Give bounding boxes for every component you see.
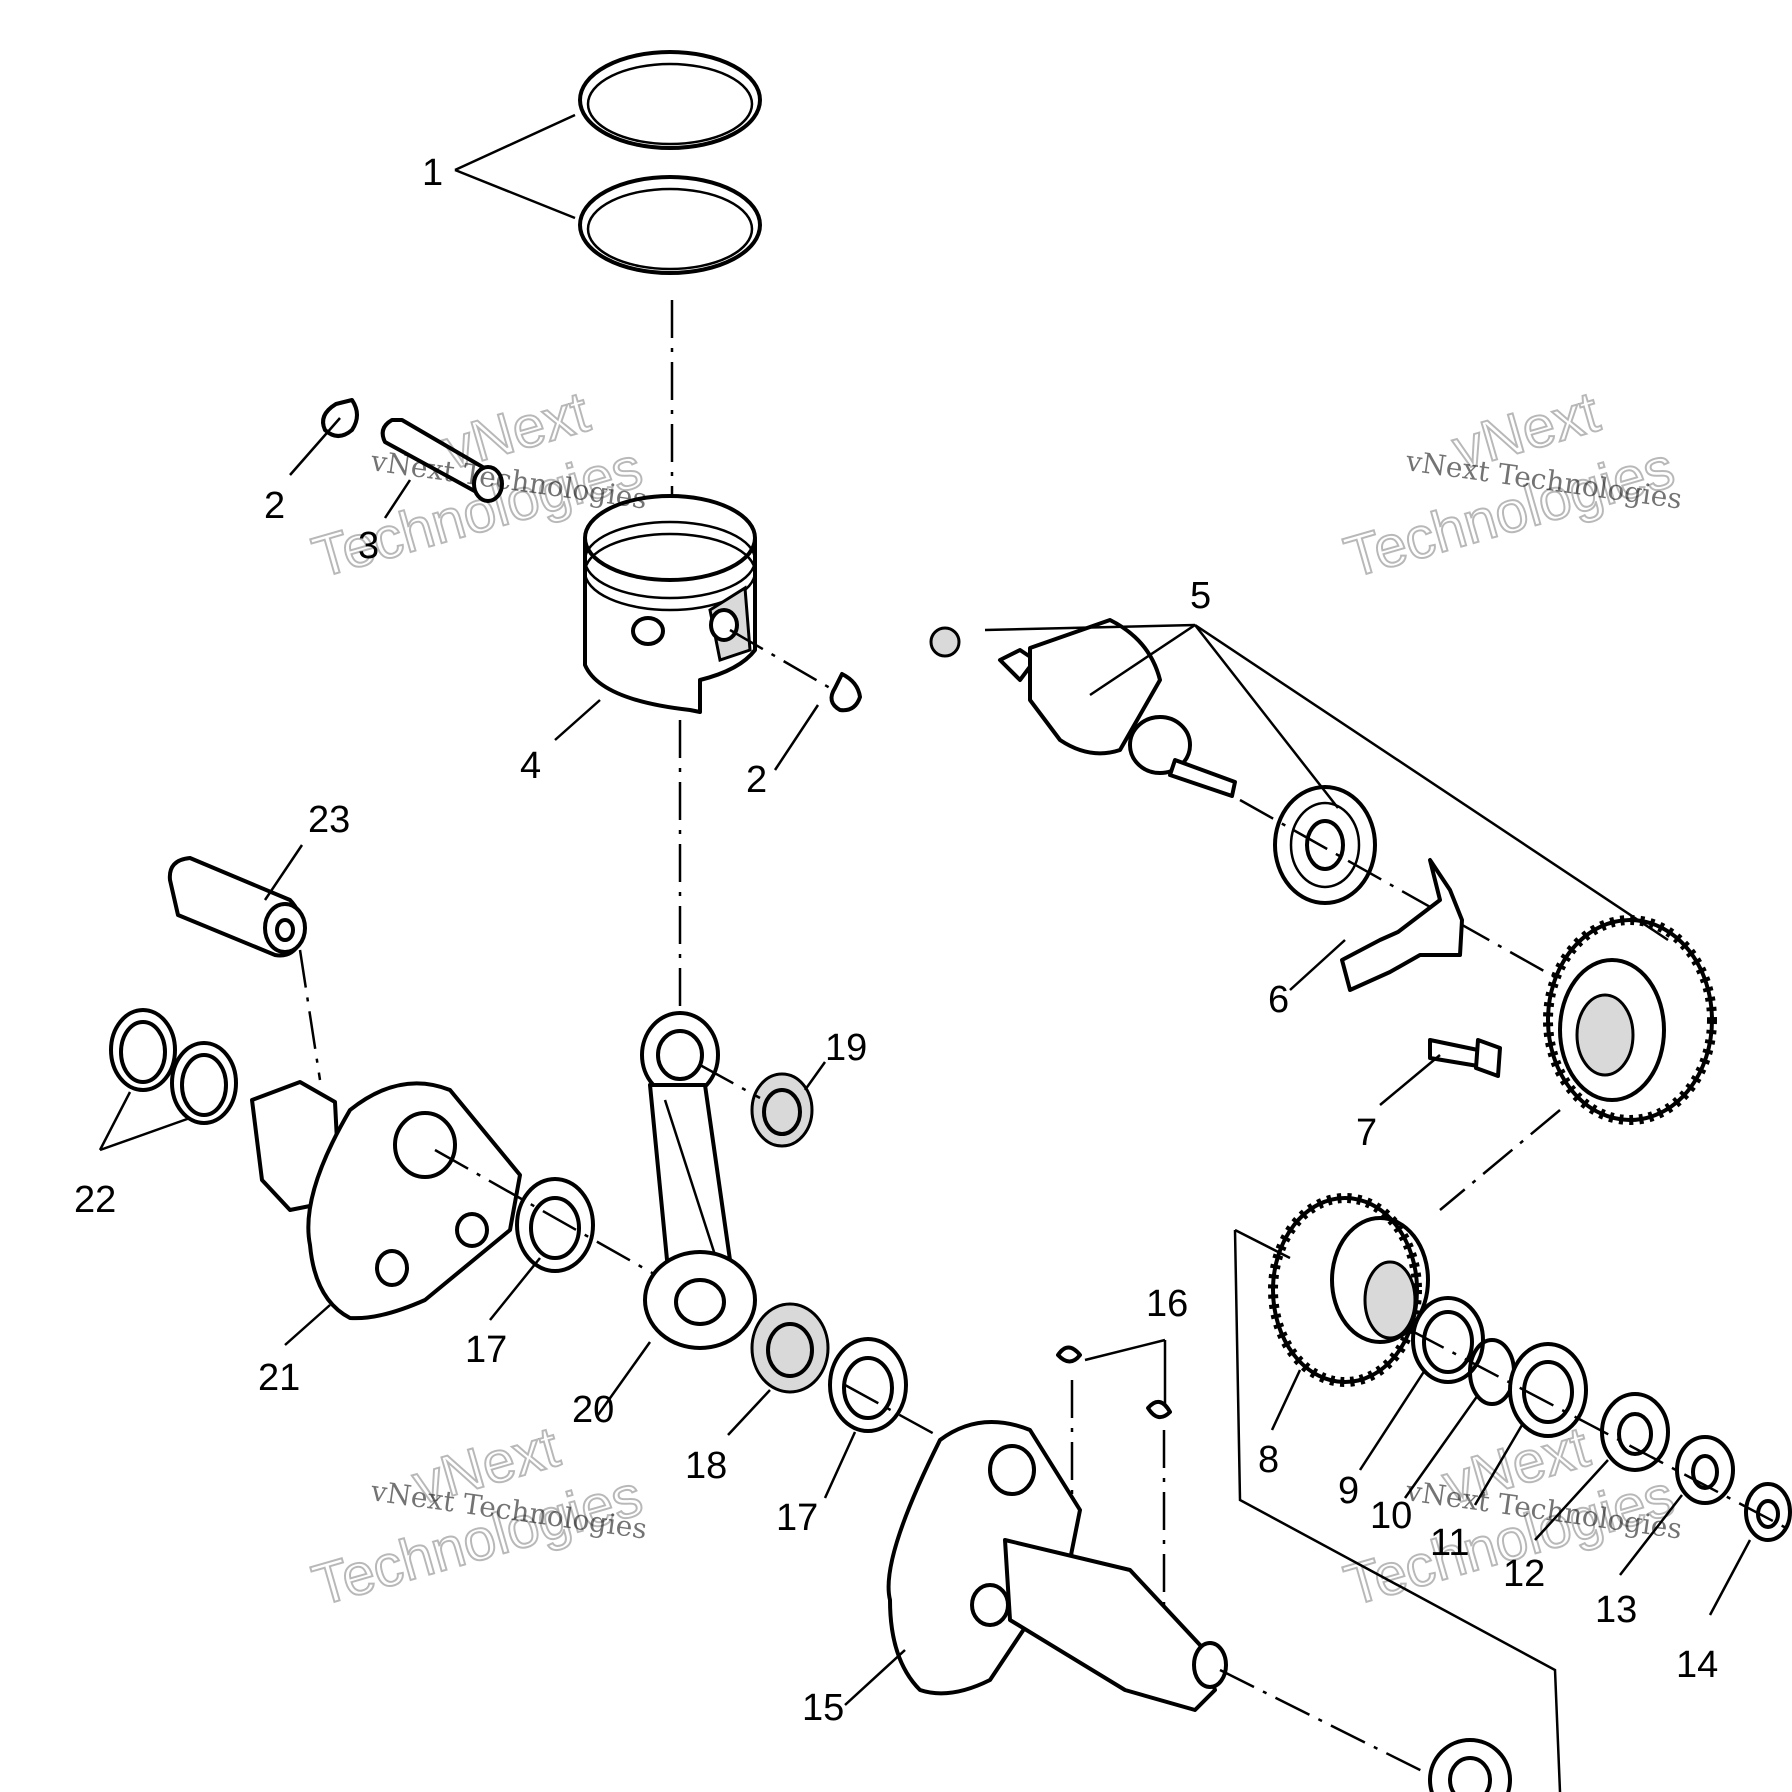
callout-13: 13 <box>1595 1589 1637 1631</box>
callout-17b: 17 <box>776 1497 818 1539</box>
oil-seal-outer <box>109 1008 177 1092</box>
crank-right-axis-line <box>1219 1668 1441 1782</box>
group-bracket-top <box>1234 1228 1291 1260</box>
thrust-washer-right <box>828 1337 908 1433</box>
callout-18: 18 <box>685 1445 727 1487</box>
callout-20: 20 <box>572 1389 614 1431</box>
callout-3: 3 <box>358 525 379 567</box>
nut-14 <box>1744 1482 1792 1542</box>
callout-labels: 1 2 3 4 2 5 6 7 8 9 10 11 12 13 14 15 16… <box>74 152 1718 1729</box>
callout-9: 9 <box>1338 1470 1359 1512</box>
callout-14: 14 <box>1676 1644 1718 1686</box>
callout-17a: 17 <box>465 1329 507 1371</box>
washers-axis-line <box>1409 1328 1791 1532</box>
callout-15: 15 <box>802 1687 844 1729</box>
starter-bearing <box>1273 785 1377 905</box>
callout-21: 21 <box>258 1357 300 1399</box>
connecting-rod <box>640 1011 757 1350</box>
callout-1: 1 <box>422 152 443 194</box>
watermark-bottom-left: vNext vNext Technologies Technologies <box>305 1413 650 1619</box>
callout-7: 7 <box>1356 1112 1377 1154</box>
piston-ring-upper <box>578 50 762 150</box>
callout-8: 8 <box>1258 1439 1279 1481</box>
oil-seal-inner <box>170 1041 238 1125</box>
piston-pin <box>380 418 504 503</box>
starter-bracket <box>1340 858 1464 992</box>
pin-axis-line <box>729 628 831 690</box>
big-end-bearing <box>750 1302 830 1394</box>
circlip-left <box>321 398 359 438</box>
primary-gear <box>1268 1193 1430 1387</box>
gear-axis-line <box>1439 1109 1561 1211</box>
callout-6: 6 <box>1268 979 1289 1021</box>
crank-pin <box>167 856 307 958</box>
piston-ring-lower <box>578 175 762 275</box>
woodruff-key-1 <box>1056 1345 1082 1364</box>
nut-12 <box>1600 1392 1670 1472</box>
crankshaft-right-half <box>886 1420 1228 1712</box>
bottom-part-partial <box>1428 1738 1512 1792</box>
washer-11 <box>1508 1342 1588 1438</box>
starter-driven-gear <box>1543 915 1717 1125</box>
crankshaft-left-half <box>250 1080 522 1321</box>
callout-2a: 2 <box>264 485 285 527</box>
callout-16: 16 <box>1146 1283 1188 1325</box>
callout-4: 4 <box>520 745 541 787</box>
callout-23: 23 <box>308 799 350 841</box>
callout-11: 11 <box>1430 1522 1469 1564</box>
callout-10: 10 <box>1370 1495 1412 1537</box>
callout-19: 19 <box>825 1027 867 1069</box>
starter-drive-assembly <box>929 618 1237 798</box>
circlip-right <box>829 672 862 713</box>
bolt <box>1428 1038 1502 1078</box>
callout-5: 5 <box>1190 575 1211 617</box>
callout-2b: 2 <box>746 759 767 801</box>
washer-9 <box>1411 1296 1485 1384</box>
small-end-axis-line <box>699 1063 761 1100</box>
callout-22: 22 <box>74 1179 116 1221</box>
callout-12: 12 <box>1503 1553 1545 1595</box>
group-bracket-line <box>1233 1229 1562 1792</box>
crankpin-axis-line <box>298 949 322 1081</box>
watermark-top-right: vNext vNext Technologies Technologies <box>1337 378 1684 591</box>
thrust-washer-left <box>515 1177 595 1273</box>
washer-13 <box>1675 1435 1735 1505</box>
woodruff-key-2 <box>1146 1400 1172 1420</box>
piston <box>583 494 757 714</box>
leader-lines <box>98 113 1752 1706</box>
small-end-bearing <box>750 1072 814 1148</box>
